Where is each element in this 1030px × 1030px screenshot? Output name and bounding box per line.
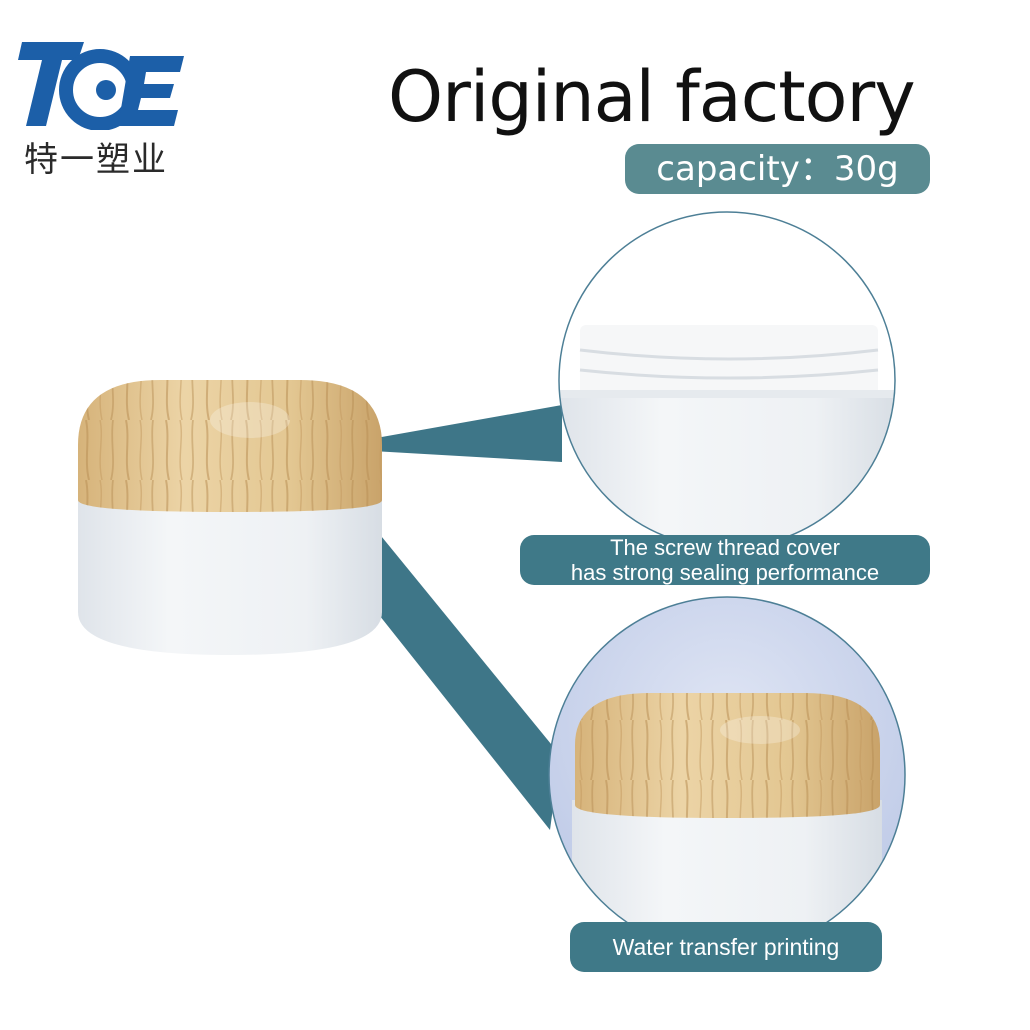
thread-caption: The screw thread cover has strong sealin…: [520, 535, 930, 585]
thread-caption-line2: has strong sealing performance: [570, 560, 880, 585]
thread-detail-circle: [558, 211, 896, 549]
print-caption: Water transfer printing: [570, 922, 882, 972]
capacity-badge: capacity：30g: [625, 144, 930, 194]
toe-logo-mark: [18, 42, 184, 131]
print-detail-circle: [548, 596, 906, 954]
main-jar: [78, 380, 382, 655]
thread-caption-line1: The screw thread cover: [610, 535, 840, 560]
brand-logo: 特一塑业: [18, 40, 188, 180]
brand-chinese-name: 特一塑业: [24, 140, 168, 180]
page-title: Original factory: [388, 56, 916, 138]
